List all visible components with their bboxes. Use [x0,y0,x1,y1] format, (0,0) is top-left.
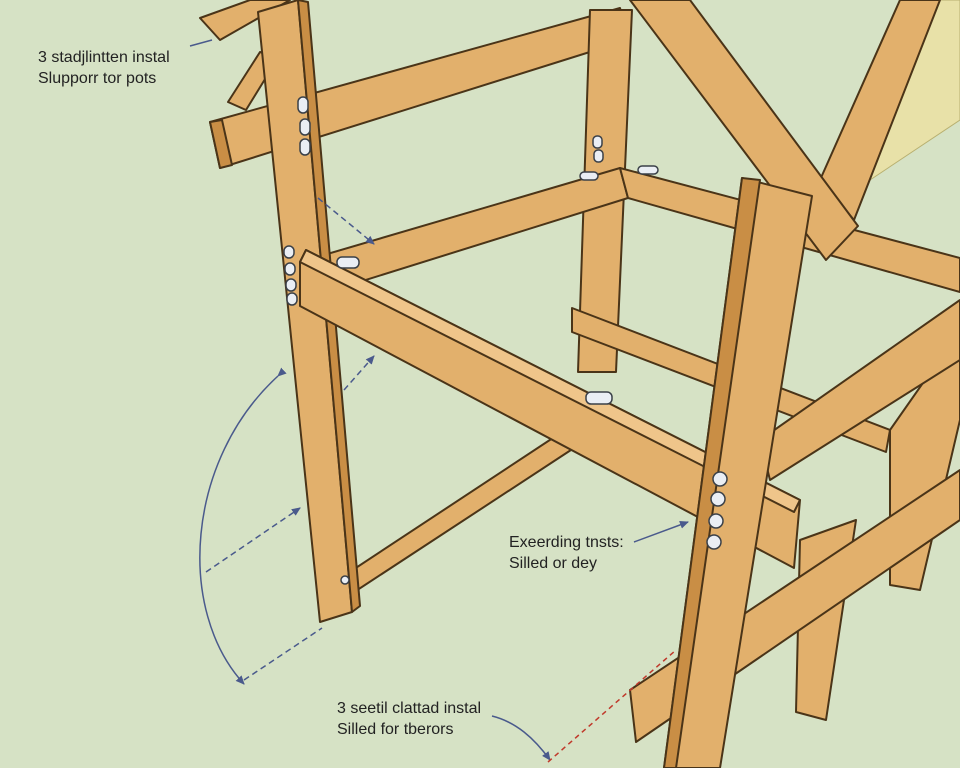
callout-middle-right-line2: Silled or dey [509,555,598,572]
bracket-10 [592,135,603,149]
callout-top-left-line1: 3 stadjlintten instal [38,49,170,66]
callout-bottom-line1: 3 seetil clattad instal [337,700,482,717]
bolt-5 [340,575,350,585]
arrow-post-2 [343,355,375,391]
arrow-post-1 [317,197,375,245]
bracket-2 [299,118,311,136]
callout-middle-right: Exeerding tnsts: Silled or dey [509,532,624,574]
front-structure [257,0,859,768]
callout-top-left-line2: Slupporr tor pots [38,70,157,87]
dashed-arrow-2 [243,627,323,681]
leader-bottom [491,715,551,761]
callout-top-left: 3 stadjlintten instal Slupporr tor pots [38,47,170,89]
bracket-6 [285,278,297,292]
bracket-5 [284,262,296,276]
leader-middle-right [633,521,689,543]
bracket-7 [286,292,298,306]
bolt-3 [708,513,724,529]
bolt-2 [710,491,726,507]
bracket-9 [585,391,613,405]
annotations [189,39,689,763]
callout-bottom-line2: Silled for tberors [337,721,454,738]
leader-top-left [189,39,213,47]
bracket-13 [637,165,659,175]
callout-middle-right-line1: Exeerding tnsts: [509,534,624,551]
bracket-3 [299,138,311,156]
red-guide-line [547,649,677,763]
bracket-4 [283,245,295,259]
bracket-8 [336,256,360,269]
callout-bottom: 3 seetil clattad instal Silled for tbero… [337,698,481,740]
bracket-1 [297,96,309,114]
bolt-1 [712,471,728,487]
bracket-11 [593,149,604,163]
dashed-arrow-1 [205,507,301,573]
arc-arrow [199,367,287,685]
bracket-12 [579,171,599,181]
hardware-brackets [283,96,728,585]
bolt-4 [706,534,722,550]
lower-back-rail [329,427,575,605]
